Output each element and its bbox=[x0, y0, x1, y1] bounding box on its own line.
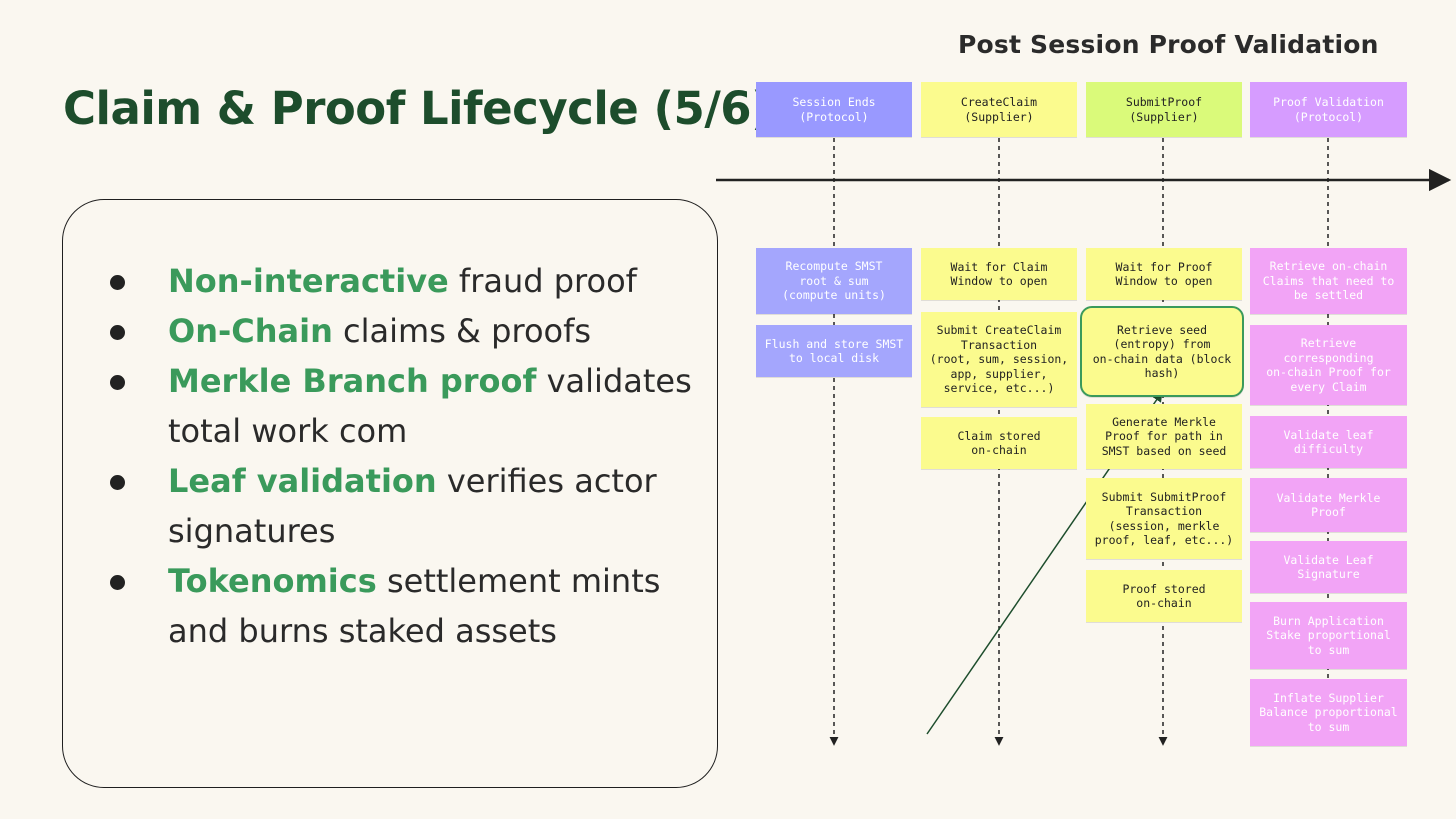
bullet-text: validates total work com bbox=[168, 362, 692, 450]
bullet-item-non-interactive: Non-interactive fraud proof bbox=[63, 256, 703, 306]
activity-inflate-supplier-balance: Inflate Supplier Balance proportional to… bbox=[1250, 679, 1407, 746]
bullet-text: settlement mints and burns staked assets bbox=[168, 562, 661, 650]
activity-proof-stored: Proof stored on-chain bbox=[1086, 570, 1242, 622]
bullet-keyword: Leaf validation bbox=[168, 462, 437, 500]
activity-retrieve-claims: Retrieve on-chain Claims that need to be… bbox=[1250, 248, 1407, 314]
lane-header-session-ends: Session Ends (Protocol) bbox=[756, 82, 912, 137]
bullet-dot-icon bbox=[110, 375, 125, 390]
slide-title: Claim & Proof Lifecycle (5/6) bbox=[63, 82, 772, 135]
bullet-item-leaf-validation: Leaf validation verifies actor signature… bbox=[63, 456, 703, 556]
activity-validate-merkle-proof: Validate Merkle Proof bbox=[1250, 478, 1407, 532]
activity-retrieve-proofs: Retrieve corresponding on-chain Proof fo… bbox=[1250, 325, 1407, 405]
bullet-text: claims & proofs bbox=[332, 312, 592, 350]
lane-header-submit-proof: SubmitProof (Supplier) bbox=[1086, 82, 1242, 137]
bullet-item-on-chain: On-Chain claims & proofs bbox=[63, 306, 703, 356]
activity-submit-submitproof: Submit SubmitProof Transaction (session,… bbox=[1086, 478, 1242, 559]
activity-validate-leaf-signature: Validate Leaf Signature bbox=[1250, 541, 1407, 593]
bullet-keyword: On-Chain bbox=[168, 312, 333, 350]
activity-generate-merkle-proof: Generate Merkle Proof for path in SMST b… bbox=[1086, 404, 1242, 469]
activity-claim-stored: Claim stored on-chain bbox=[921, 417, 1077, 469]
diagram-title: Post Session Proof Validation bbox=[958, 30, 1379, 59]
bullet-dot-icon bbox=[110, 475, 125, 490]
activity-recompute-smst: Recompute SMST root & sum (compute units… bbox=[756, 248, 912, 314]
activity-wait-claim-window: Wait for Claim Window to open bbox=[921, 248, 1077, 300]
bullet-keyword: Non-interactive bbox=[168, 262, 449, 300]
bullet-keyword: Merkle Branch proof bbox=[168, 362, 537, 400]
activity-validate-leaf-difficulty: Validate leaf difficulty bbox=[1250, 416, 1407, 468]
bullet-text: verifies actor signatures bbox=[168, 462, 657, 550]
lane-header-proof-validation: Proof Validation (Protocol) bbox=[1250, 82, 1407, 137]
activity-burn-application-stake: Burn Application Stake proportional to s… bbox=[1250, 602, 1407, 669]
bullet-dot-icon bbox=[110, 575, 125, 590]
bullet-text: fraud proof bbox=[448, 262, 637, 300]
activity-flush-smst: Flush and store SMST to local disk bbox=[756, 325, 912, 377]
activity-retrieve-seed-highlighted: Retrieve seed (entropy) from on-chain da… bbox=[1080, 306, 1244, 397]
bullet-list: Non-interactive fraud proof On-Chain cla… bbox=[63, 256, 703, 656]
bullet-dot-icon bbox=[110, 325, 125, 340]
activity-wait-proof-window: Wait for Proof Window to open bbox=[1086, 248, 1242, 300]
bullet-item-merkle-branch: Merkle Branch proof validates total work… bbox=[63, 356, 703, 456]
bullet-panel: Non-interactive fraud proof On-Chain cla… bbox=[62, 199, 718, 788]
bullet-item-tokenomics: Tokenomics settlement mints and burns st… bbox=[63, 556, 703, 656]
lane-header-create-claim: CreateClaim (Supplier) bbox=[921, 82, 1077, 137]
bullet-keyword: Tokenomics bbox=[168, 562, 377, 600]
activity-submit-create-claim: Submit CreateClaim Transaction (root, su… bbox=[921, 312, 1077, 407]
bullet-dot-icon bbox=[110, 275, 125, 290]
